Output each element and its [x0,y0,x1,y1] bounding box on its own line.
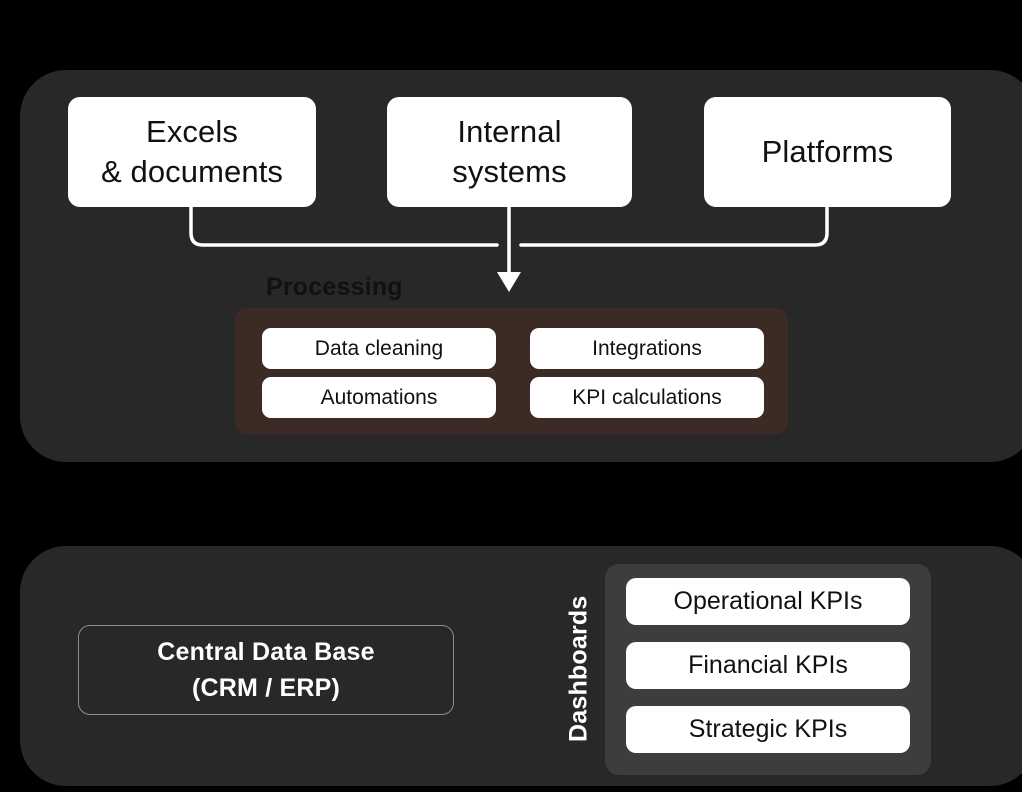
source-card-internal-systems-line1: Internal [457,114,562,150]
source-card-internal-systems-line2: systems [452,154,567,189]
source-card-platforms-line1: Platforms [761,134,894,170]
kpi-chip-operational[interactable]: Operational KPIs [626,578,910,625]
processing-chip-automations[interactable]: Automations [262,377,496,418]
dashboards-vertical-label: Dashboards [564,595,593,743]
processing-chip-integrations[interactable]: Integrations [530,328,764,369]
source-card-excels-line1: Excels [146,114,238,150]
dashboards-container: Operational KPIs Financial KPIs Strategi… [605,564,931,775]
source-card-excels-text: Excels & documents [101,112,283,191]
central-database-box[interactable]: Central Data Base (CRM / ERP) [78,625,454,715]
processing-chip-data-cleaning[interactable]: Data cleaning [262,328,496,369]
processing-chip-kpi-calculations[interactable]: KPI calculations [530,377,764,418]
source-card-internal-systems-text: Internal systems [452,112,566,191]
source-card-platforms[interactable]: Platforms [704,97,951,207]
processing-container: Data cleaning Integrations Automations K… [235,308,788,434]
central-database-line2: (CRM / ERP) [191,674,341,702]
source-card-excels-line2: & documents [100,154,284,189]
central-database-line1: Central Data Base [157,637,375,666]
source-card-platforms-text: Platforms [762,132,894,172]
kpi-chip-strategic[interactable]: Strategic KPIs [626,706,910,753]
processing-label: Processing [266,273,403,301]
kpi-chip-financial[interactable]: Financial KPIs [626,642,910,689]
source-card-excels[interactable]: Excels & documents [68,97,316,207]
source-card-internal-systems[interactable]: Internal systems [387,97,632,207]
